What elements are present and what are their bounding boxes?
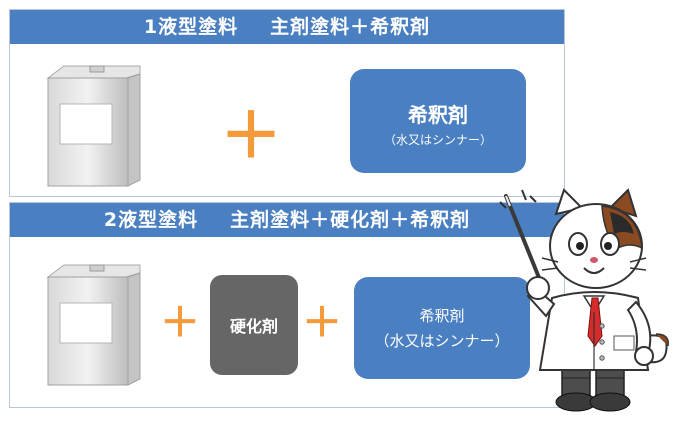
thinner-sublabel: （水又はシンナー） [383,133,492,147]
one-component-header: 1液型塗料 主剤塗料＋希釈剤 [10,10,564,44]
thinner-box: 希釈剤 （水又はシンナー） [354,277,530,379]
plus-sign: ＋ [160,300,200,346]
hardener-box: 硬化剤 [210,275,298,375]
two-component-title: 2液型塗料 [103,209,199,231]
plus-sign: ＋ [302,300,342,346]
two-component-formula: 主剤塗料＋硬化剤＋希釈剤 [230,209,471,231]
plus-sign: ＋ [220,99,283,172]
one-component-title: 1液型塗料 [143,16,239,38]
thinner-box: 希釈剤 （水又はシンナー） [350,69,526,173]
thinner-label: 希釈剤 [419,307,465,325]
thinner-label: 希釈剤 [408,103,468,127]
paint-can-icon [46,264,141,386]
cat-teacher-mascot [499,188,669,412]
paint-can-icon [46,65,141,187]
two-component-panel: 2液型塗料 主剤塗料＋硬化剤＋希釈剤 ＋ 硬化剤 ＋ 希釈剤 （水又はシンナー） [9,202,565,408]
one-component-panel: 1液型塗料 主剤塗料＋希釈剤 ＋ 希釈剤 （水又はシンナー） [9,9,565,197]
hardener-label: 硬化剤 [229,317,278,336]
one-component-formula: 主剤塗料＋希釈剤 [270,16,431,38]
thinner-sublabel: （水又はシンナー） [374,332,510,350]
two-component-header: 2液型塗料 主剤塗料＋硬化剤＋希釈剤 [10,203,564,237]
